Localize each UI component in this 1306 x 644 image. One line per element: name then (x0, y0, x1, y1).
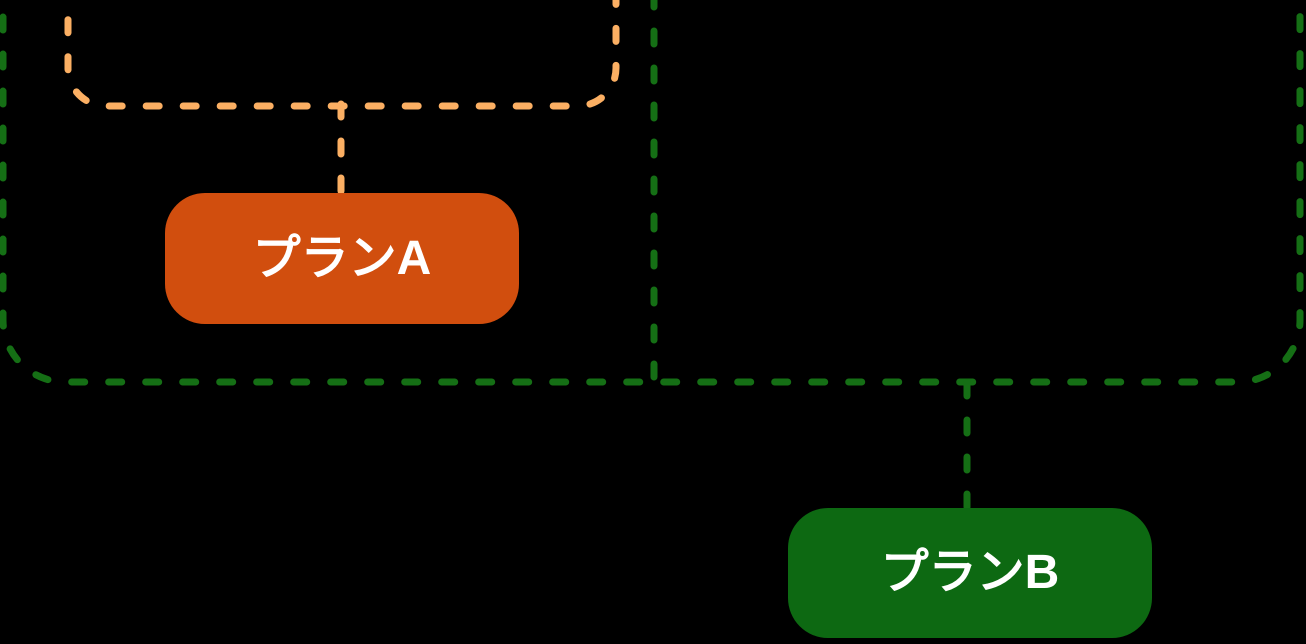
plan-b-node: プランB (788, 508, 1152, 638)
plan-a-label: プランA (252, 231, 432, 285)
plan-a-node: プランA (165, 193, 519, 324)
plan-b-label: プランB (880, 546, 1060, 599)
plan-a-region-outline (64, 0, 620, 110)
